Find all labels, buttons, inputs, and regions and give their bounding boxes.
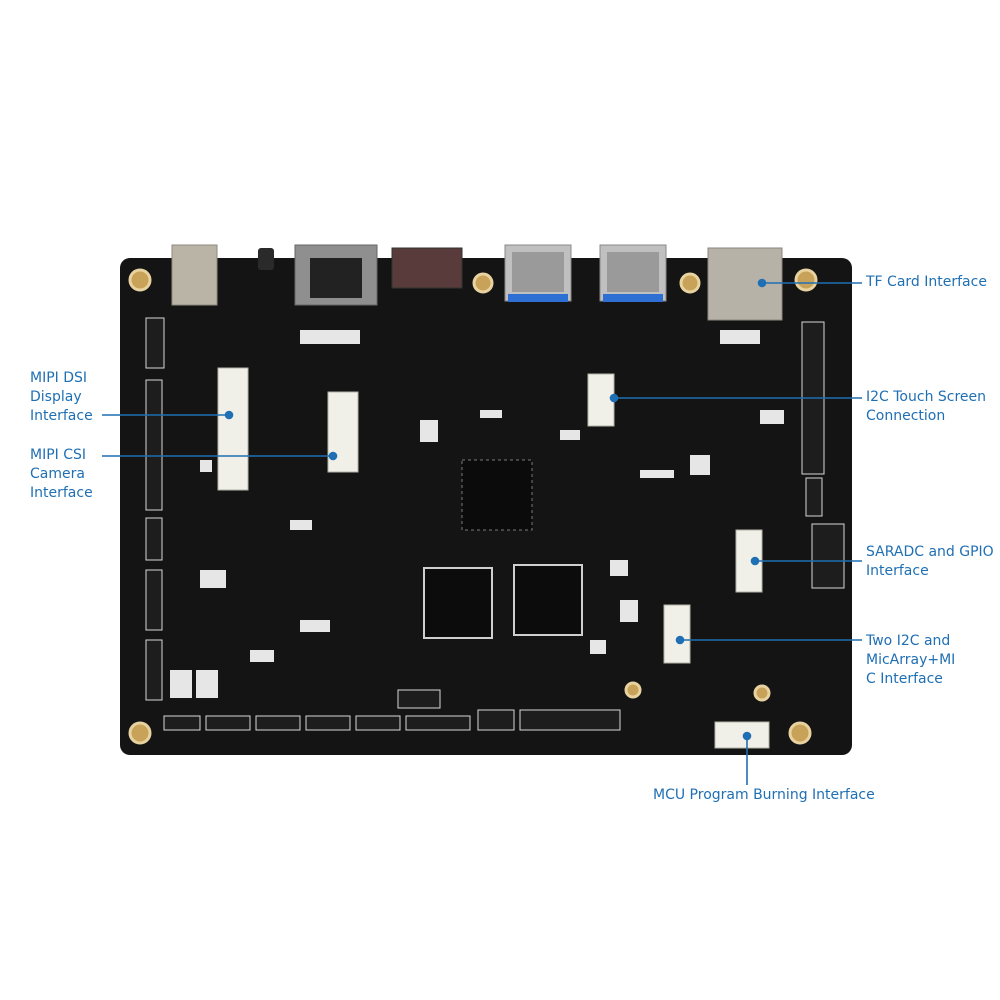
callout-dot-mcu — [742, 731, 752, 741]
label-saradc-gpio: SARADC and GPIO Interface — [866, 544, 994, 579]
callout-dot-i2c-touch — [609, 393, 619, 403]
callout-dot-tf-card — [757, 278, 767, 288]
top-connectors — [171, 244, 783, 321]
label-tf-card: TF Card Interface — [866, 274, 987, 290]
smd-components — [170, 330, 784, 698]
label-mipi-csi: MIPI CSI Camera Interface — [30, 447, 93, 501]
label-two-i2c: Two I2C and MicArray+MI C Interface — [866, 633, 956, 687]
callout-dot-mipi-csi — [328, 451, 338, 461]
callout-dot-mipi-dsi — [224, 410, 234, 420]
memory-chips — [423, 564, 583, 639]
label-mcu-burning: MCU Program Burning Interface — [653, 787, 875, 803]
callout-dot-two-i2c — [675, 635, 685, 645]
mounting-holes — [128, 268, 818, 745]
label-i2c-touch: I2C Touch Screen Connection — [866, 389, 987, 424]
callout-lines — [102, 278, 862, 785]
callout-dot-saradc — [750, 556, 760, 566]
pin-headers — [145, 317, 845, 731]
soc-area — [461, 459, 533, 531]
label-mipi-dsi: MIPI DSI Display Interface — [30, 370, 93, 424]
